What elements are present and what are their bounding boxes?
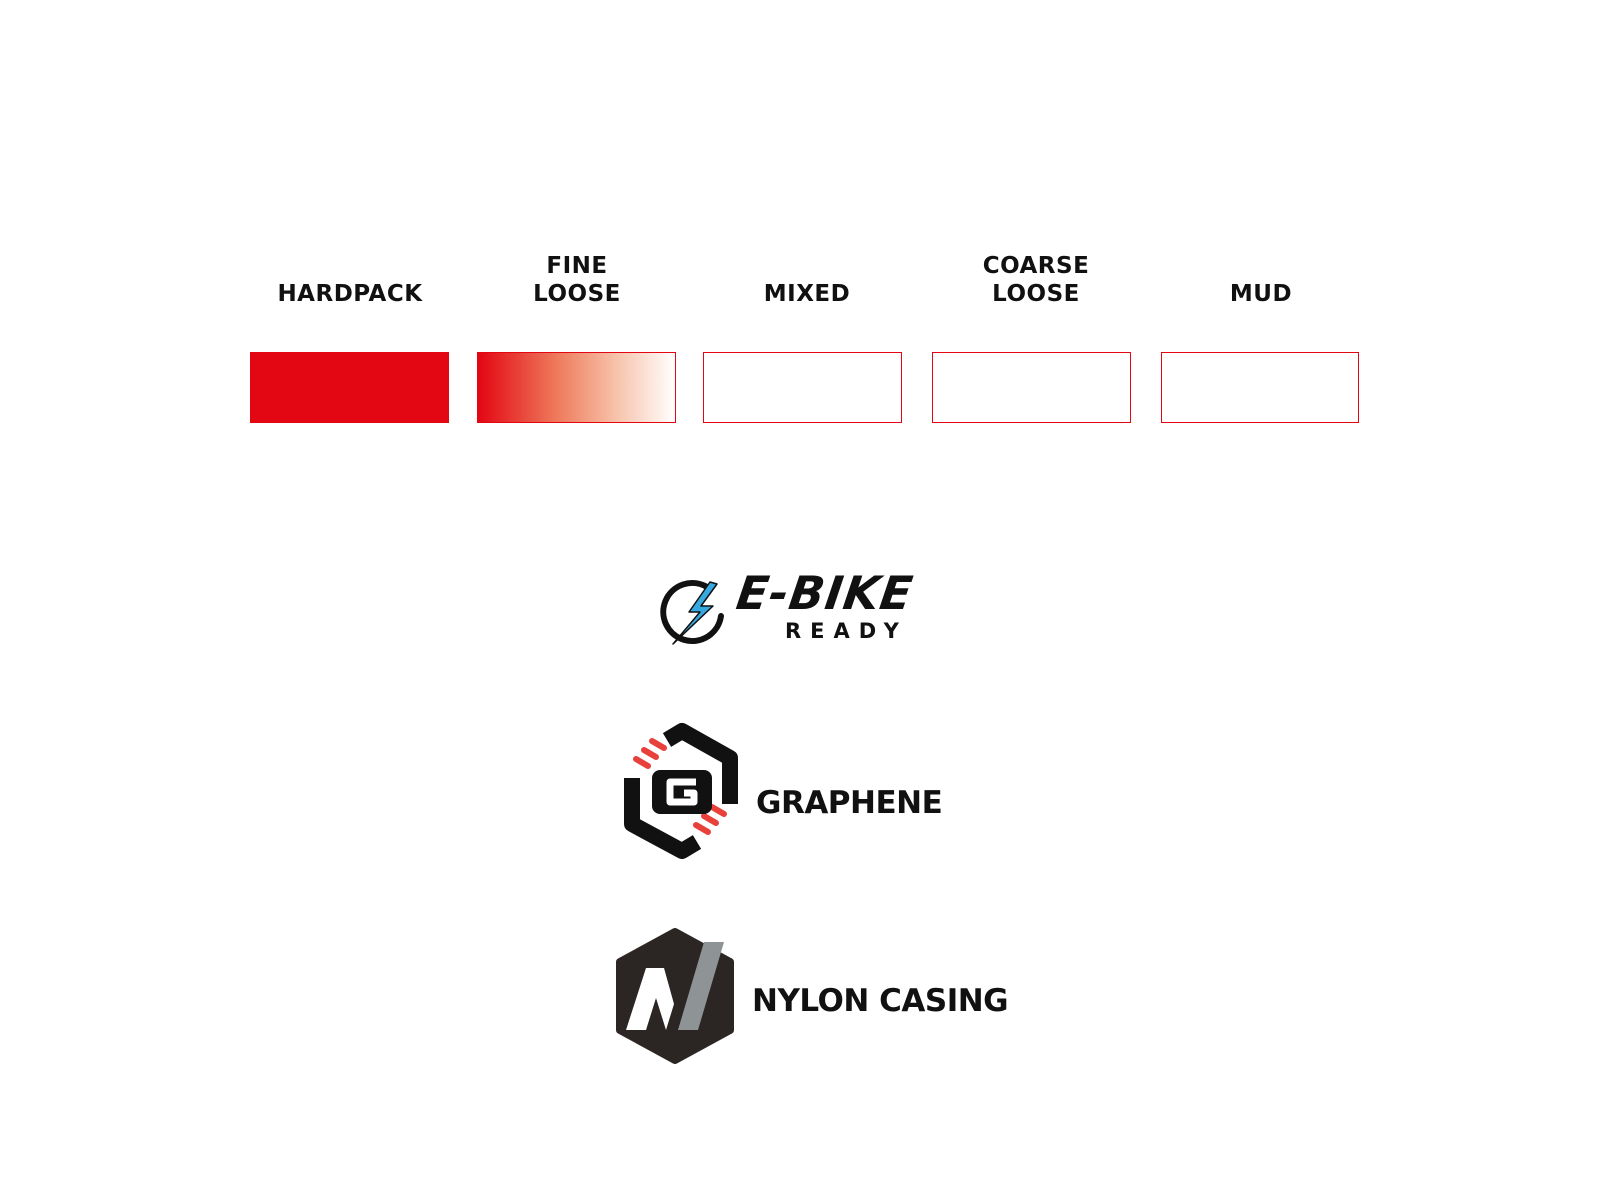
terrain-indicator-hardpack <box>250 352 449 423</box>
ebike-subtitle: READY <box>785 619 908 643</box>
nylon-n-hexagon-icon <box>616 928 734 1064</box>
nylon-logo <box>612 926 738 1066</box>
terrain-indicator-fine-loose <box>477 352 676 423</box>
ebike-ready-logo: E-BIKE READY <box>655 566 965 652</box>
terrain-indicator-mud <box>1161 352 1359 423</box>
terrain-label-mixed: MIXED <box>763 281 851 307</box>
terrain-indicator-mixed <box>703 352 902 423</box>
terrain-label-coarse-loose: COARSE LOOSE <box>982 253 1090 307</box>
nylon-casing-label: NYLON CASING <box>752 983 1009 1019</box>
graphene-logo <box>612 722 752 862</box>
graphene-g-hexagon-icon <box>624 723 738 859</box>
graphene-label: GRAPHENE <box>756 785 943 821</box>
lightning-bolt-icon <box>660 580 724 645</box>
ebike-title: E-BIKE <box>733 566 917 620</box>
terrain-indicator-coarse-loose <box>932 352 1131 423</box>
terrain-label-fine-loose: FINE LOOSE <box>533 253 621 307</box>
terrain-label-hardpack: HARDPACK <box>277 281 423 307</box>
terrain-label-mud: MUD <box>1229 281 1293 307</box>
